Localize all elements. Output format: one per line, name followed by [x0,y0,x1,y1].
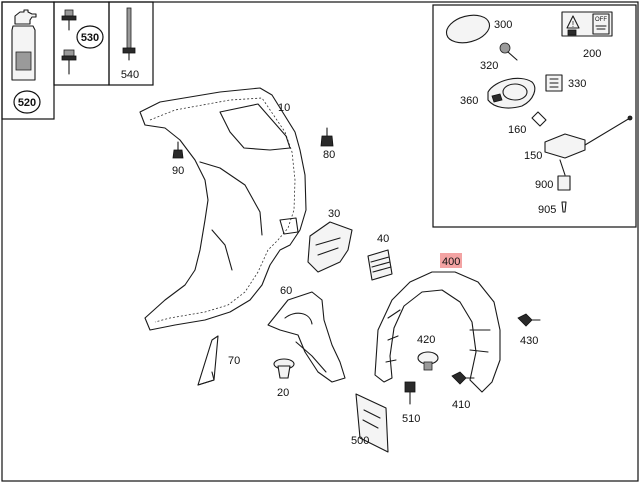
callout-410: 410 [452,399,470,411]
bolt-530-icon [61,9,77,75]
highlight-400 [440,253,462,268]
clip-80-icon [320,127,334,147]
callout-900: 900 [535,179,553,191]
clip-420-icon [417,351,439,371]
inset-box-fuel-door [432,4,637,228]
callout-360: 360 [460,95,478,107]
callout-530: 530 [81,32,99,44]
screw-320-icon [499,42,518,61]
fuel-filler-housing-icon [487,77,536,109]
callout-430: 430 [520,335,538,347]
callout-520: 520 [18,97,36,109]
wheel-arch-liner-400 [374,271,501,393]
warning-label-icon: ! OFF [561,11,613,37]
callout-400: 400 [442,256,460,268]
callout-70: 70 [228,355,240,367]
callout-905: 905 [538,204,556,216]
rubber-buffer-900-icon [557,175,571,191]
callout-160: 160 [508,124,526,136]
callout-500: 500 [351,435,369,447]
screw-905-icon [561,201,567,213]
bracket-30 [307,221,353,273]
callout-oval-520 [13,90,41,114]
callout-10: 10 [278,102,290,114]
fuel-door-inset: 300 ! OFF 200 320 330 360 [432,4,637,228]
callout-40: 40 [377,233,389,245]
callout-90: 90 [172,165,184,177]
door-lock-actuator-icon [531,111,633,176]
long-bolt-540-icon [122,7,136,61]
callout-oval-530 [76,25,104,49]
plug-20-icon [273,358,295,379]
sealant-bottle-icon [11,9,37,81]
clip-410-icon [451,371,475,385]
callout-200: 200 [583,48,601,60]
fuel-door-cover-icon [445,14,491,44]
screw-510-icon [404,381,416,405]
callout-510: 510 [402,413,420,425]
callout-20: 20 [277,387,289,399]
callout-540: 540 [121,69,139,81]
top-left-inset: 520 530 540 [1,1,154,120]
label-200-text: OFF [595,17,607,23]
trim-panel-70 [197,335,219,386]
callout-300: 300 [494,19,512,31]
inset-box-540 [108,1,154,86]
mud-flap-500 [355,393,389,453]
clip-430-icon [517,313,541,327]
clip-90-icon [172,141,184,159]
callout-420: 420 [417,334,435,346]
side-panel-10 [139,87,307,331]
callout-60: 60 [280,285,292,297]
inner-arch-60 [267,291,346,383]
svg-text:!: ! [572,20,574,29]
vent-grille-40 [367,249,393,281]
callout-320: 320 [480,60,498,72]
callout-30: 30 [328,208,340,220]
callout-150: 150 [524,150,542,162]
callout-80: 80 [323,149,335,161]
callout-330: 330 [568,78,586,90]
